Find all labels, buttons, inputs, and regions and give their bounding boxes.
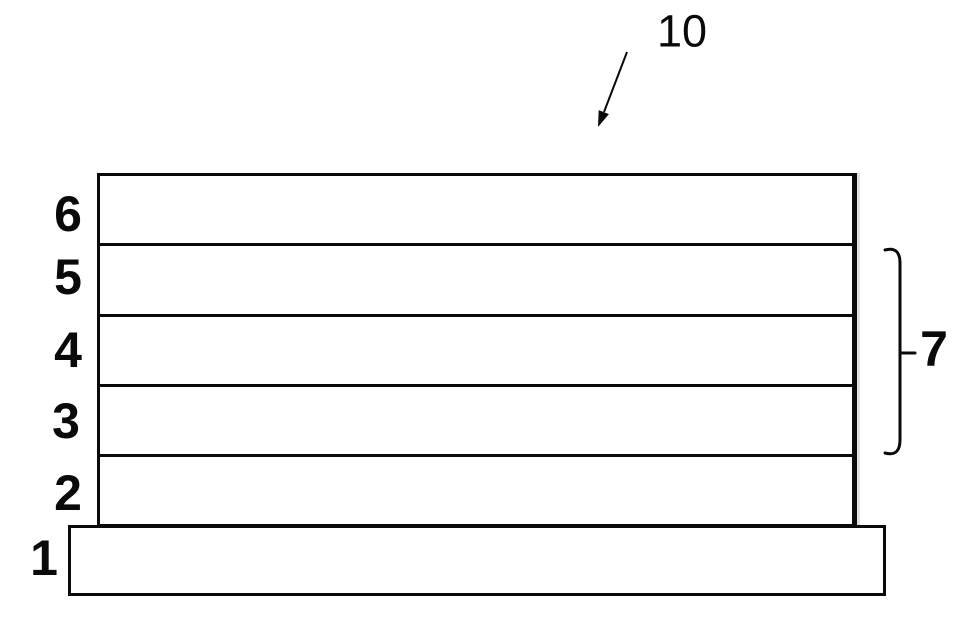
layer-region-6	[100, 176, 852, 243]
substrate-label-1: 1	[30, 530, 58, 586]
reference-label-10: 10	[656, 5, 708, 57]
layer-label-5: 5	[54, 249, 82, 305]
layer-boundary-3-2	[100, 454, 852, 457]
layer-label-3: 3	[52, 393, 80, 449]
leader-arrow	[598, 51, 628, 127]
brace-group-label-7: 7	[920, 321, 948, 377]
layer-label-4: 4	[54, 322, 82, 378]
layer-region-5	[100, 246, 852, 314]
layer-region-3	[100, 387, 852, 454]
layer-region-2	[100, 457, 852, 524]
layer-boundary-5-4	[100, 314, 852, 317]
layer-label-2: 2	[54, 465, 82, 521]
layer-label-6: 6	[54, 186, 82, 242]
grouping-brace	[883, 247, 917, 456]
layer-stack	[97, 173, 857, 527]
layer-boundary-6-5	[100, 243, 852, 246]
substrate-base	[68, 525, 886, 596]
layer-region-4	[100, 317, 852, 384]
layer-boundary-4-3	[100, 384, 852, 387]
